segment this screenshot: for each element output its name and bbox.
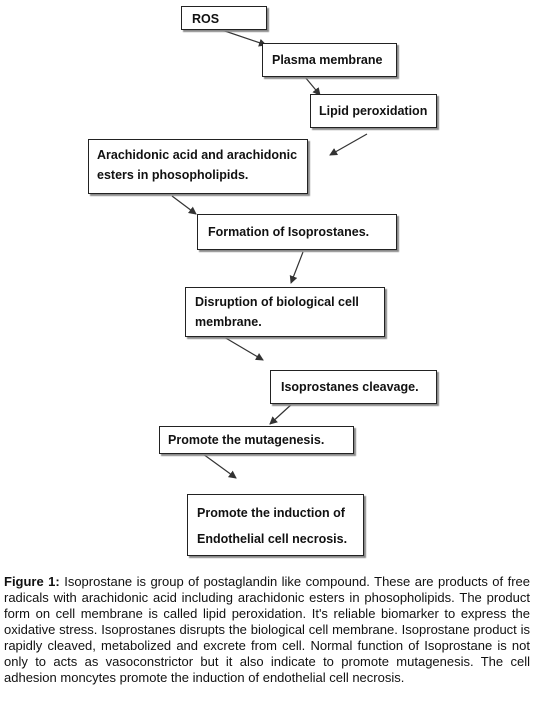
node-arachidonic-acid-line1: Arachidonic acid and arachidonic (97, 148, 298, 162)
node-ros-label: ROS (192, 12, 220, 26)
flow-arrows (171, 27, 368, 479)
arrow-ros-to-plasma (215, 27, 267, 47)
node-promote-mutagenesis: Promote the mutagenesis. (159, 426, 354, 454)
node-isoprostanes-cleavage-label: Isoprostanes cleavage. (281, 380, 419, 394)
node-promote-induction-line1: Promote the induction of (197, 506, 345, 520)
arrow-arachidonic-to-formation (171, 195, 197, 215)
node-arachidonic-acid: Arachidonic acid and arachidonic esters … (88, 139, 308, 194)
node-promote-induction: Promote the induction of Endothelial cel… (187, 494, 364, 556)
node-disruption-membrane-line1: Disruption of biological cell (195, 295, 359, 309)
node-ros: ROS (181, 6, 267, 30)
figure-caption: Figure 1: Isoprostane is group of postag… (4, 574, 530, 686)
node-promote-mutagenesis-label: Promote the mutagenesis. (168, 433, 325, 447)
arrow-plasma-to-lipid (304, 76, 321, 96)
arrow-lipid-to-arachidonic (329, 133, 368, 156)
node-formation-isoprostanes: Formation of Isoprostanes. (197, 214, 397, 250)
arrow-mutagenesis-to-induction (202, 453, 237, 479)
node-promote-induction-line2: Endothelial cell necrosis. (197, 531, 348, 546)
node-disruption-membrane-line2: membrane. (195, 315, 262, 329)
node-isoprostanes-cleavage: Isoprostanes cleavage. (270, 370, 437, 404)
arrow-cleavage-to-mutagenesis (269, 402, 294, 425)
arrow-disruption-to-cleavage (223, 336, 264, 361)
node-plasma-membrane-label: Plasma membrane (272, 53, 383, 67)
node-plasma-membrane: Plasma membrane (262, 43, 397, 77)
node-disruption-membrane: Disruption of biological cell membrane. (185, 287, 385, 337)
arrow-formation-to-disruption (289, 251, 304, 284)
node-formation-isoprostanes-label: Formation of Isoprostanes. (208, 225, 370, 239)
node-lipid-peroxidation: Lipid peroxidation (310, 94, 437, 128)
figure-caption-text: Isoprostane is group of postaglandin lik… (4, 574, 530, 685)
figure-caption-label: Figure 1: (4, 574, 60, 589)
node-arachidonic-acid-line2: esters in phosopholipids. (97, 168, 249, 182)
node-lipid-peroxidation-label: Lipid peroxidation (319, 104, 428, 118)
